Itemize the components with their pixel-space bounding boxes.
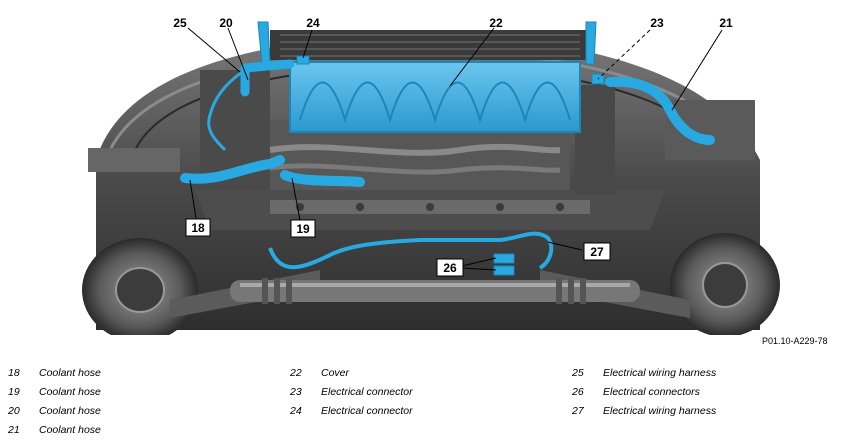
callout-19: 19 [296,222,310,236]
callout-18: 18 [191,221,205,235]
coolant-hose-21 [605,76,715,145]
steering-rack [230,278,640,304]
callout-21: 21 [719,16,733,30]
subframe-crossmember [195,190,665,230]
legend-label: Coolant hose [39,424,101,436]
callout-box-19: 19 [290,219,316,238]
callout-20: 20 [219,16,233,30]
electrical-connector-24 [296,55,310,65]
legend-label: Electrical connector [321,386,413,398]
callout-24: 24 [306,16,320,30]
left-side-frame [88,148,180,172]
legend-number: 21 [8,424,20,436]
legend-number: 19 [8,386,20,398]
legend-number: 24 [290,405,302,417]
legend-label: Coolant hose [39,367,101,379]
engine-bay-illustration: 25 20 24 22 23 21 18 19 27 26 [82,16,780,335]
callout-27: 27 [590,245,604,259]
legend-label: Coolant hose [39,405,101,417]
left-wheel-hub [82,238,198,335]
coolant-hose-20 [240,59,295,97]
legend-number: 20 [8,405,20,417]
callout-25: 25 [173,16,187,30]
callout-22: 22 [489,16,503,30]
legend-label: Electrical connectors [603,386,700,398]
right-wheel-hub [670,233,780,335]
legend-number: 27 [572,405,584,417]
legend-number: 18 [8,367,20,379]
legend-number: 23 [290,386,302,398]
leader-lines [187,27,723,271]
callout-box-18: 18 [185,218,211,237]
legend-label: Electrical wiring harness [603,405,717,417]
coolant-hose-19 [280,170,365,187]
wiring-harness-25 [207,68,246,152]
legend-label: Electrical connector [321,405,413,417]
legend-label: Cover [321,367,350,379]
figure-reference-code: P01.10-A229-78 [762,336,828,346]
coolant-hose-18 [180,155,285,184]
legend: 18 Coolant hose 19 Coolant hose 20 Coola… [0,364,841,444]
legend-number: 26 [572,386,584,398]
wiring-harness-27 [268,231,554,270]
top-grille [270,30,590,60]
callout-23: 23 [650,16,664,30]
legend-label: Electrical wiring harness [603,367,717,379]
legend-number: 22 [290,367,302,379]
legend-number: 25 [572,367,584,379]
legend-label: Coolant hose [39,386,101,398]
callout-box-27: 27 [583,242,611,261]
right-bracket [575,85,615,195]
callout-26: 26 [443,261,457,275]
callout-box-26: 26 [436,258,464,277]
cover-22 [289,61,581,133]
